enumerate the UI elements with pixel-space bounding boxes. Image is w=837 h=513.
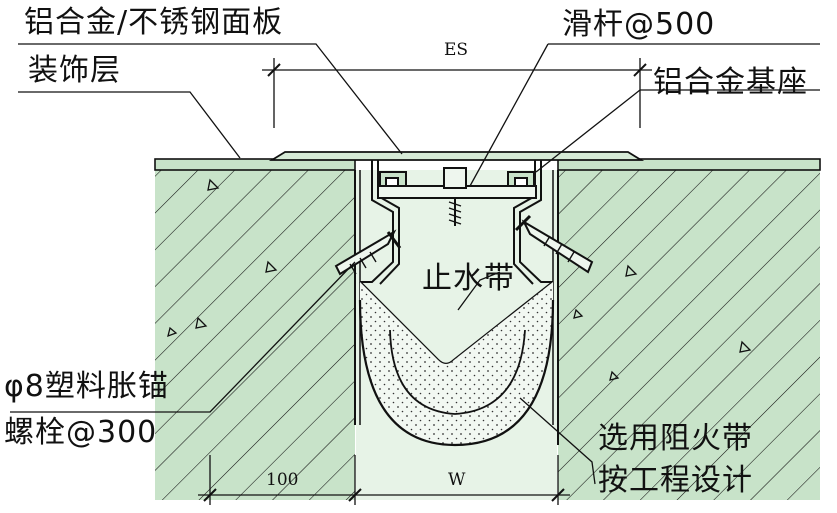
concrete-right bbox=[557, 170, 820, 500]
label-panel: 铝合金/不锈钢面板 bbox=[24, 5, 284, 40]
dimension-w-label: W bbox=[448, 470, 466, 490]
dimension-es bbox=[262, 58, 652, 128]
label-slide-bar: 滑杆@500 bbox=[562, 7, 716, 42]
label-decor-layer: 装饰层 bbox=[28, 53, 121, 88]
aggregate-marks bbox=[167, 178, 752, 381]
concrete-left bbox=[155, 170, 356, 500]
cover-panel bbox=[268, 151, 645, 161]
dimension-bottom bbox=[198, 455, 570, 505]
label-firestop-line1: 选用阻火带 bbox=[598, 421, 753, 456]
dimension-es-label: ES bbox=[444, 40, 469, 60]
label-anchor-line1: φ8塑料胀锚 bbox=[4, 369, 169, 404]
firestop-belt bbox=[358, 299, 555, 447]
anchor-bolt-left bbox=[334, 229, 402, 276]
decor-layer-right bbox=[557, 158, 821, 171]
label-base: 铝合金基座 bbox=[653, 65, 808, 100]
slide-bar bbox=[377, 167, 537, 226]
dimension-left-label: 100 bbox=[266, 470, 299, 490]
label-waterstop: 止水带 bbox=[422, 261, 515, 296]
label-firestop-line2: 按工程设计 bbox=[598, 463, 753, 498]
decor-layer-left bbox=[154, 158, 356, 171]
label-anchor-line2: 螺栓@300 bbox=[4, 415, 158, 450]
anchor-bolt-right bbox=[514, 214, 594, 274]
leader-lines bbox=[10, 43, 820, 485]
